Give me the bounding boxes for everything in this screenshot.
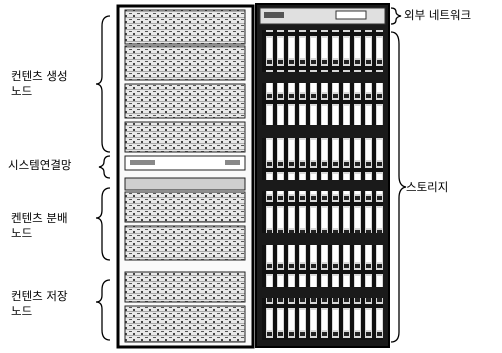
server-unit (125, 10, 245, 44)
router-panel (336, 11, 366, 19)
server-unit (125, 226, 245, 260)
server-unit (125, 306, 245, 342)
storage-shelf (262, 191, 383, 233)
brace-content-storage (96, 280, 110, 340)
switch-panel (225, 160, 240, 165)
brace-system-interconnect (99, 156, 110, 178)
server-unit (125, 46, 245, 80)
storage-shelf (262, 30, 383, 72)
storage-rack (256, 4, 389, 347)
server-unit (125, 84, 245, 118)
storage-shelf (262, 83, 383, 125)
server-unit (125, 272, 245, 302)
storage-shelf (262, 298, 383, 340)
router-panel (264, 12, 284, 18)
switch-panel (130, 160, 155, 165)
storage-shelf (262, 245, 383, 287)
brace-content-generation (96, 16, 110, 152)
switch-unit (125, 178, 245, 190)
brace-content-distribution (96, 188, 110, 260)
brace-external-network (391, 8, 401, 24)
brace-storage (391, 32, 406, 342)
compute-rack (118, 6, 253, 347)
server-unit (125, 192, 245, 222)
server-unit (125, 122, 245, 152)
storage-shelf (262, 138, 383, 180)
